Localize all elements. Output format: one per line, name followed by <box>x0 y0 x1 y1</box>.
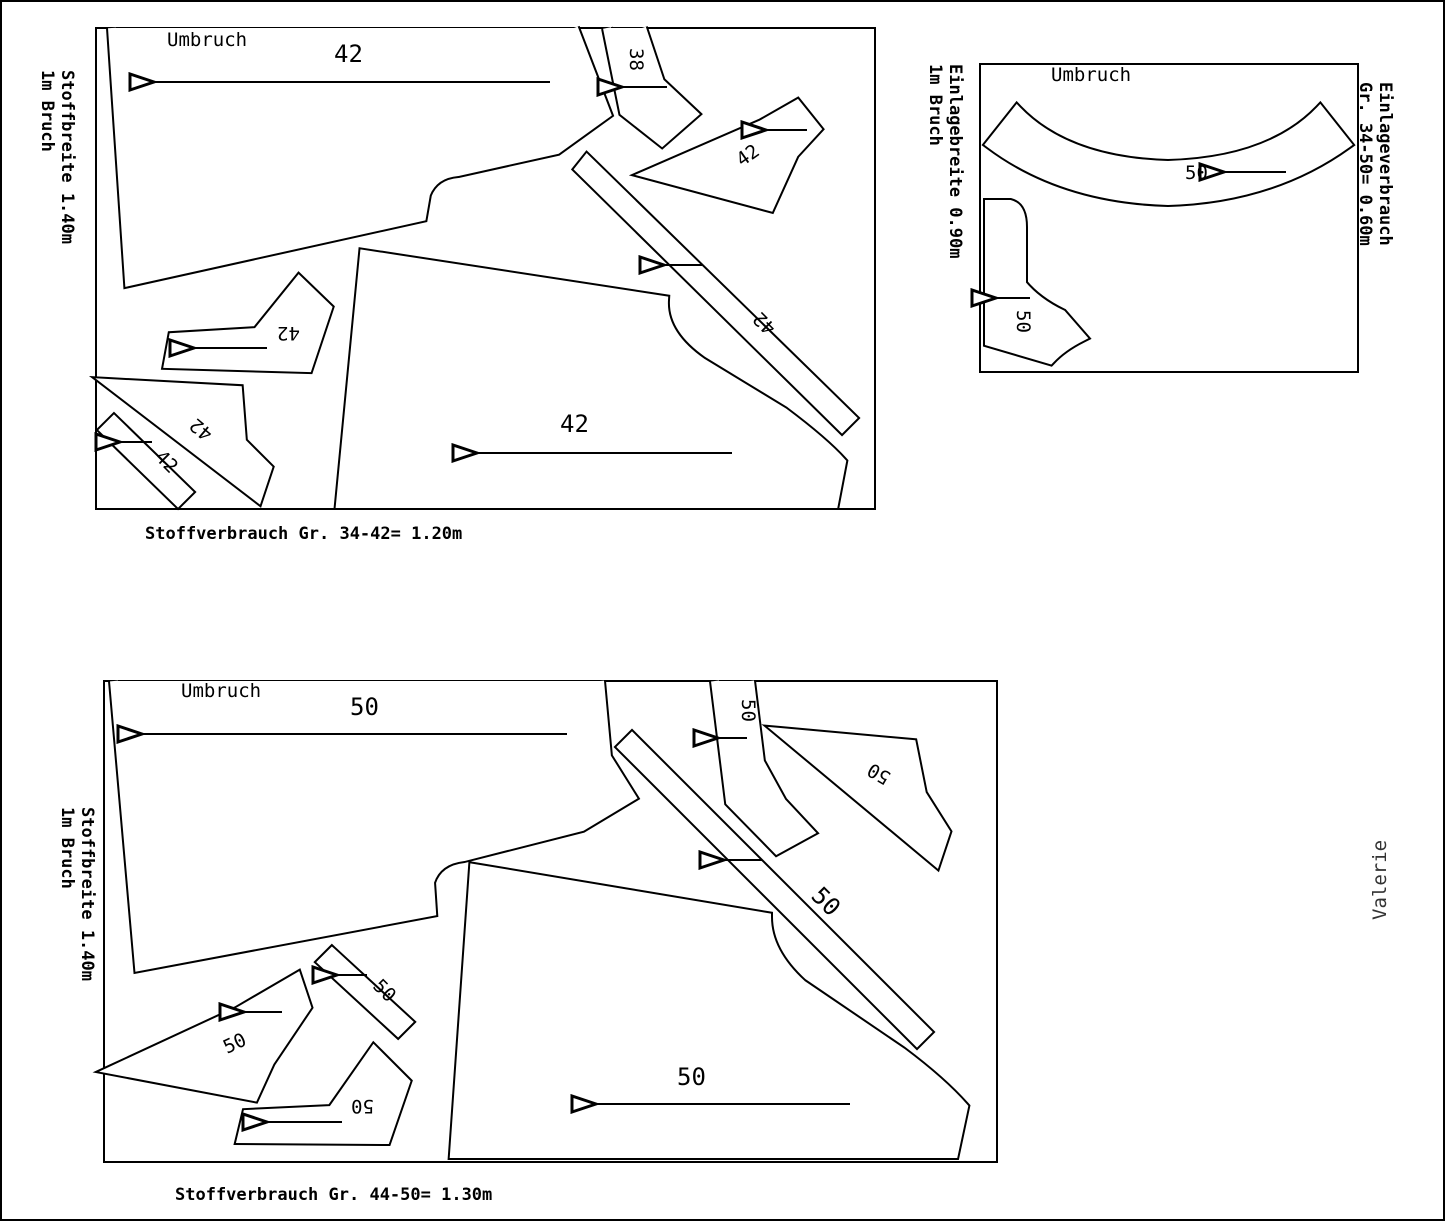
fold-note: 1m Bruch <box>37 70 57 152</box>
size-label: 42 <box>334 40 363 68</box>
fold-label: Umbruch <box>167 29 247 51</box>
interfacing-frame <box>979 63 1359 373</box>
pattern-piece-facing <box>709 680 820 858</box>
size-label: 38 <box>625 48 647 71</box>
pattern-piece-side <box>92 968 314 1104</box>
grain-arrows <box>120 82 807 453</box>
pattern-piece-tab <box>95 411 197 511</box>
pattern-piece-back <box>106 25 615 290</box>
pattern-piece-front <box>333 247 849 510</box>
pattern-piece-tab <box>313 943 417 1041</box>
size-label: 50 <box>1185 162 1208 184</box>
interfacing-width-label: Einlagebreite 0.90m <box>945 64 965 258</box>
fold-note: 1m Bruch <box>57 807 77 889</box>
model-name: Valerie <box>1369 840 1391 920</box>
size-label: 50 <box>351 1095 374 1117</box>
interfacing-consumption: Gr. 34-50= 0.60m <box>1355 82 1375 246</box>
pattern-piece-strip <box>613 728 936 1051</box>
pattern-piece-sleeve <box>761 724 953 873</box>
size-label: 50 <box>677 1063 706 1091</box>
pattern-piece-back <box>108 680 641 975</box>
size-label: 42 <box>560 410 589 438</box>
pattern-piece-facing <box>983 198 1092 367</box>
fabric-layout-size-44-50: Umbruch 50 50 50 50 50 50 50 50 Stoffbre… <box>57 680 998 1205</box>
grain-arrows <box>142 734 850 1122</box>
fabric-consumption: Stoffverbrauch Gr. 44-50= 1.30m <box>175 1185 492 1205</box>
pattern-piece-pocket <box>160 271 335 375</box>
pattern-piece-strip <box>570 150 861 437</box>
size-label: 50 <box>1012 310 1034 333</box>
pattern-piece-facing <box>601 26 703 150</box>
interfacing-consumption-title: Einlageverbrauch <box>1375 82 1395 246</box>
fold-label: Umbruch <box>181 680 261 702</box>
pattern-piece-side <box>88 375 275 508</box>
size-label: 42 <box>277 322 300 344</box>
pattern-piece-collar <box>981 100 1356 208</box>
fabric-layout-size-34-42: Umbruch 42 42 38 42 42 42 42 42 Stoffbre… <box>37 25 876 544</box>
fabric-width-label: Stoffbreite 1.40m <box>77 807 97 981</box>
size-label: 50 <box>737 699 759 722</box>
fold-label: Umbruch <box>1051 64 1131 86</box>
fold-note: 1m Bruch <box>925 64 945 146</box>
interfacing-layout: Umbruch 50 50 Einlagebreite 0.90m 1m Bru… <box>925 63 1395 373</box>
pattern-piece-front <box>447 860 971 1160</box>
fabric-width-label: Stoffbreite 1.40m <box>57 70 77 244</box>
fabric-consumption: Stoffverbrauch Gr. 34-42= 1.20m <box>145 524 462 544</box>
size-label: 50 <box>350 693 379 721</box>
